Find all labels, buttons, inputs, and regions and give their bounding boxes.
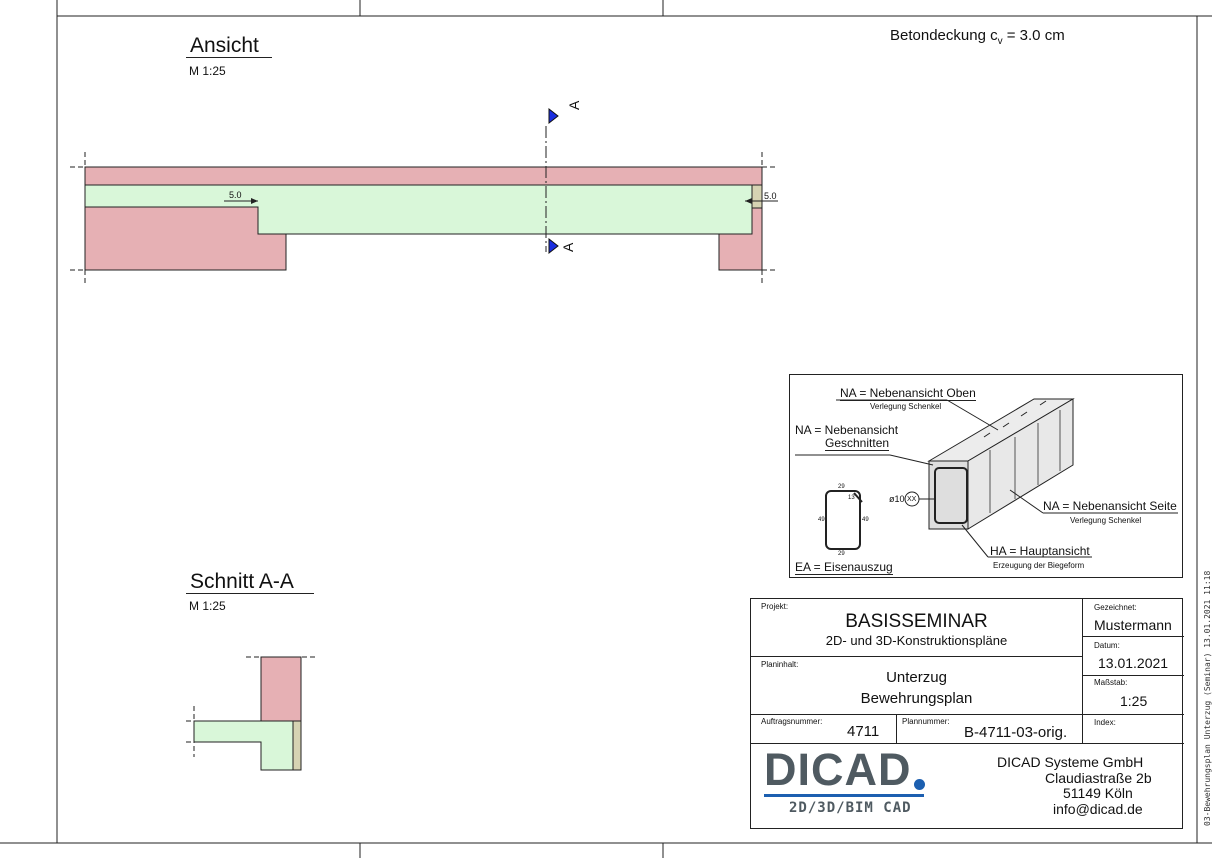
legend-na-seite: NA = Nebenansicht Seite [1043, 499, 1177, 513]
section-beam [193, 720, 302, 771]
tb-planinhalt-1: Unterzug [886, 669, 947, 686]
right-bearing-strip [751, 184, 763, 209]
plot-info-text: 03-Bewehrungsplan Unterzug (Seminar) 13.… [1203, 570, 1212, 826]
tb-massstab-label: Maßstab: [1094, 678, 1128, 687]
section-marker-bottom [548, 237, 559, 255]
tb-plannr-label: Plannummer: [902, 717, 950, 726]
schnitt-title-underline [186, 593, 314, 594]
ansicht-title: Ansicht [190, 34, 259, 57]
legend-box: NA = Nebenansicht Oben Verlegung Schenke… [789, 374, 1183, 578]
tb-planinhalt-label: Planinhalt: [761, 660, 799, 669]
cover-note-subscript: v [997, 36, 1003, 47]
tb-projekt-subtitle: 2D- und 3D-Konstruktionspläne [825, 633, 1008, 648]
logo-dot-icon [914, 779, 925, 790]
legend-ha: HA = Hauptansicht [990, 544, 1090, 558]
schnitt-scale: M 1:25 [189, 599, 226, 613]
tb-company: DICAD Systeme GmbH [997, 754, 1144, 770]
tb-auftrag-label: Auftragsnummer: [761, 717, 823, 726]
tb-projekt-label: Projekt: [761, 602, 789, 611]
ansicht-scale: M 1:25 [189, 64, 226, 78]
cover-note: Betondeckung cv = 3.0 cm [890, 27, 1065, 47]
beam-3d-stirrup [934, 467, 968, 524]
tb-gezeichnet-value: Mustermann [1094, 617, 1172, 633]
stirrup-dim-left: 49 [818, 517, 825, 523]
ansicht-title-underline [186, 57, 272, 58]
tb-auftrag-value: 4711 [847, 723, 880, 740]
legend-bar-label: ø10 [889, 494, 905, 504]
tb-massstab-value: 1:25 [1120, 693, 1148, 709]
dimension-left: 5.0 [229, 190, 242, 200]
tb-datum-label: Datum: [1094, 641, 1120, 650]
section-marker-top [548, 107, 559, 125]
section-wall [260, 656, 302, 722]
schnitt-title: Schnitt A-A [190, 570, 294, 593]
legend-ea: EA = Eisenauszug [795, 560, 893, 575]
stirrup-dim-hook: 13 [848, 495, 855, 501]
dimension-right: 5.0 [764, 191, 777, 201]
stirrup-dim-bottom: 29 [838, 551, 845, 557]
cover-note-prefix: Betondeckung c [890, 27, 998, 44]
legend-illustration [795, 398, 1178, 558]
stirrup-dim-top: 29 [838, 484, 845, 490]
legend-na-seite-sub: Verlegung Schenkel [1070, 516, 1142, 525]
legend-ha-sub: Erzeugung der Biegeform [993, 561, 1085, 570]
legend-na-geschnitten-1: NA = Nebenansicht [795, 423, 899, 437]
section-edge-strip [292, 720, 302, 771]
legend-na-oben: NA = Nebenansicht Oben [840, 386, 976, 401]
legend-na-geschnitten-2: Geschnitten [825, 436, 890, 451]
tb-datum-value: 13.01.2021 [1098, 655, 1169, 671]
tb-street: Claudiastraße 2b [1045, 770, 1152, 786]
tb-projekt-title: BASISSEMINAR [845, 611, 988, 632]
tb-gezeichnet-label: Gezeichnet: [1094, 603, 1137, 612]
legend-bar-pos: XX [907, 496, 917, 503]
tb-email: info@dicad.de [1053, 801, 1143, 817]
logo-tagline: 2D/3D/BIM CAD [789, 800, 912, 816]
tb-index-label: Index: [1094, 718, 1116, 727]
title-block: Projekt: BASISSEMINAR 2D- und 3D-Konstru… [750, 598, 1184, 829]
cover-note-suffix: = 3.0 cm [1002, 27, 1065, 44]
tb-plannr-value: B-4711-03-orig. [964, 724, 1068, 741]
tb-planinhalt-2: Bewehrungsplan [860, 690, 973, 707]
tb-city: 51149 Köln [1063, 785, 1133, 801]
logo-underline [764, 794, 924, 797]
dicad-logo: DICAD [764, 744, 912, 795]
legend-na-oben-sub: Verlegung Schenkel [870, 402, 942, 411]
stirrup-shape [825, 490, 861, 550]
stirrup-dim-right: 49 [862, 517, 869, 523]
